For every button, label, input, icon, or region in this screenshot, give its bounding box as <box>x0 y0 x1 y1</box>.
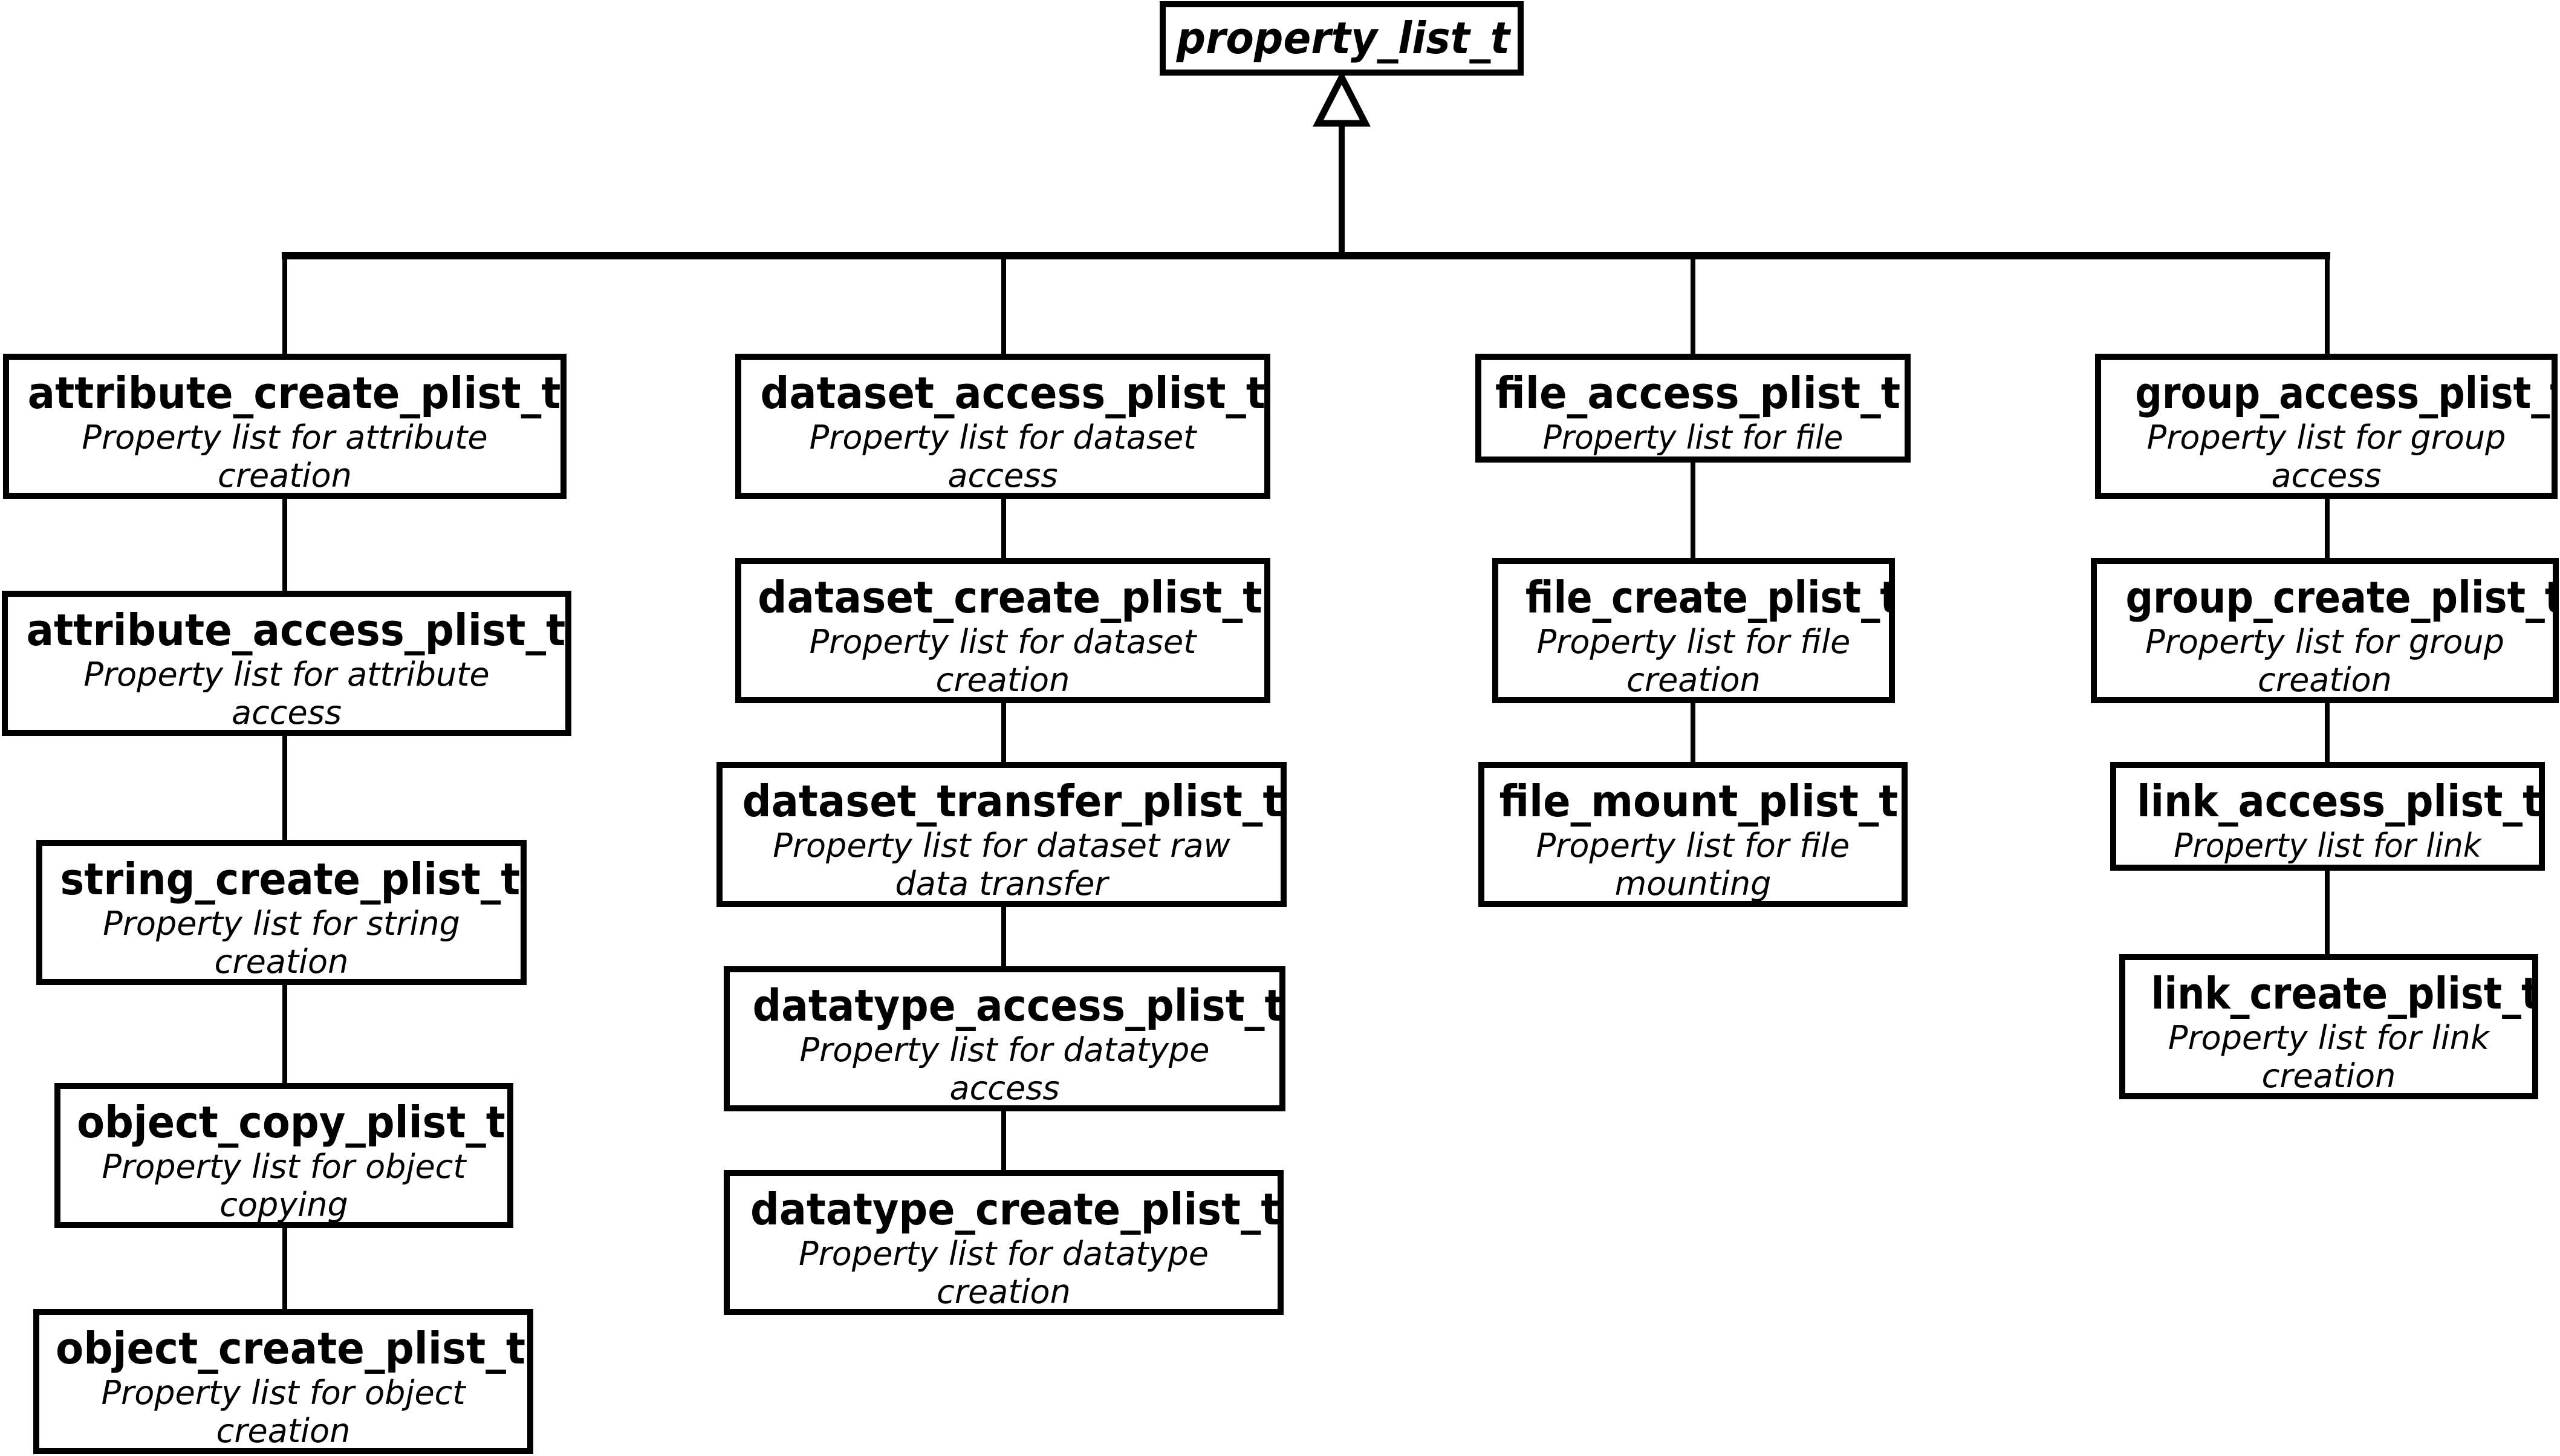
class-description: Property list for dataset raw data trans… <box>773 826 1230 903</box>
connector-line <box>282 982 287 1086</box>
connector-line <box>1001 1108 1006 1173</box>
class-title: object_copy_plist_t <box>77 1097 505 1148</box>
class-description: Property list for string creation <box>103 904 460 981</box>
node-attribute-access-plist-t: attribute_access_plist_t Property list f… <box>2 591 571 736</box>
class-description: Property list for object creation <box>101 1373 466 1450</box>
connector-line <box>282 496 287 594</box>
class-description: Property list for file access <box>1542 418 1844 457</box>
class-title: attribute_create_plist_t <box>27 368 561 418</box>
connector-line <box>2325 868 2330 957</box>
inheritance-arrowhead-icon <box>1312 73 1371 127</box>
node-datatype-access-plist-t: datatype_access_plist_t Property list fo… <box>724 966 1285 1111</box>
class-title: group_access_plist_t <box>2135 368 2558 418</box>
connector-line <box>1691 460 1695 561</box>
class-description: Property list for link access <box>2174 826 2481 865</box>
node-dataset-create-plist-t: dataset_create_plist_t Property list for… <box>735 558 1270 703</box>
class-title: file_create_plist_t <box>1525 572 1895 623</box>
class-description: Property list for group access <box>2146 418 2506 495</box>
connector-trunk-line <box>1339 123 1345 258</box>
connector-line <box>2325 700 2330 765</box>
class-description: Property list for dataset access <box>809 418 1197 495</box>
class-title: datatype_access_plist_t <box>752 980 1284 1031</box>
class-title: link_access_plist_t <box>2137 776 2542 827</box>
class-title: file_mount_plist_t <box>1499 776 1899 827</box>
node-string-create-plist-t: string_create_plist_t Property list for … <box>36 840 527 985</box>
node-group-create-plist-t: group_create_plist_t Property list for g… <box>2091 558 2559 703</box>
node-object-copy-plist-t: object_copy_plist_t Property list for ob… <box>54 1083 513 1228</box>
node-object-create-plist-t: object_create_plist_t Property list for … <box>33 1309 533 1454</box>
class-description: Property list for datatype creation <box>799 1234 1209 1311</box>
node-group-access-plist-t: group_access_plist_t Property list for g… <box>2095 354 2558 499</box>
connector-line <box>2325 496 2330 561</box>
connector-line <box>1001 700 1006 765</box>
connector-line <box>1691 259 1695 356</box>
class-title: string_create_plist_t <box>60 854 521 905</box>
class-title: dataset_create_plist_t <box>758 572 1262 623</box>
class-title: datatype_create_plist_t <box>750 1184 1281 1235</box>
class-description: Property list for attribute access <box>83 655 490 732</box>
connector-line <box>1691 700 1695 765</box>
connector-line <box>282 1225 287 1312</box>
class-description: Property list for object copying <box>102 1147 466 1224</box>
node-file-mount-plist-t: file_mount_plist_t Property list for fil… <box>1478 762 1908 907</box>
connector-line <box>1001 904 1006 969</box>
node-link-access-plist-t: link_access_plist_t Property list for li… <box>2110 762 2545 871</box>
connector-line <box>2325 259 2330 356</box>
node-attribute-create-plist-t: attribute_create_plist_t Property list f… <box>3 354 567 499</box>
node-property-list-t: property_list_t <box>1160 1 1524 76</box>
connector-line <box>1001 496 1006 561</box>
class-title: link_create_plist_t <box>2151 968 2538 1019</box>
connector-line <box>282 733 287 843</box>
class-title: attribute_access_plist_t <box>26 605 566 655</box>
class-description: Property list for dataset creation <box>809 622 1197 699</box>
node-dataset-access-plist-t: dataset_access_plist_t Property list for… <box>735 354 1270 499</box>
class-description: Property list for attribute creation <box>82 418 488 495</box>
class-description: Property list for group creation <box>2145 622 2504 699</box>
class-description: Property list for file creation <box>1536 622 1851 699</box>
class-title: object_create_plist_t <box>56 1323 526 1374</box>
class-description: Property list for datatype access <box>799 1030 1210 1107</box>
node-link-create-plist-t: link_create_plist_t Property list for li… <box>2119 954 2538 1099</box>
class-title: dataset_access_plist_t <box>760 368 1265 418</box>
node-file-create-plist-t: file_create_plist_t Property list for fi… <box>1492 558 1895 703</box>
node-dataset-transfer-plist-t: dataset_transfer_plist_t Property list f… <box>716 762 1287 907</box>
class-description: Property list for file mounting <box>1536 826 1850 903</box>
class-title: dataset_transfer_plist_t <box>742 776 1282 827</box>
node-file-access-plist-t: file_access_plist_t Property list for fi… <box>1475 354 1911 463</box>
class-title: file_access_plist_t <box>1495 368 1901 418</box>
connector-distribution-bar <box>282 252 2330 259</box>
class-description: Property list for link creation <box>2168 1018 2490 1095</box>
connector-line <box>282 259 287 356</box>
connector-line <box>1001 259 1006 356</box>
class-title: property_list_t <box>1176 13 1510 64</box>
class-title: group_create_plist_t <box>2125 572 2559 623</box>
node-datatype-create-plist-t: datatype_create_plist_t Property list fo… <box>724 1170 1284 1315</box>
